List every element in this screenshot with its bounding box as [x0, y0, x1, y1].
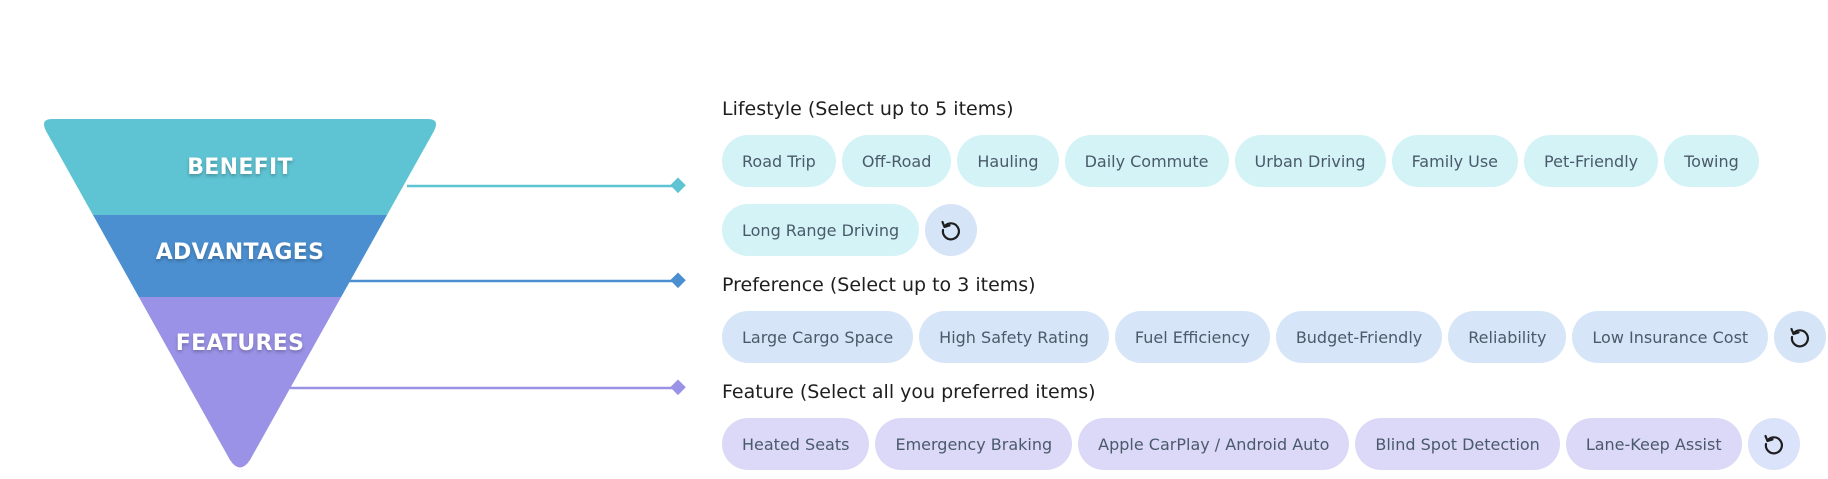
reset-icon [1790, 327, 1810, 348]
lifestyle-section-title: Lifestyle (Select up to 5 items) [722, 98, 1014, 120]
preference-chip-row: Large Cargo Space High Safety Rating Fue… [722, 311, 1827, 363]
lifestyle-chip[interactable]: Hauling [957, 135, 1059, 187]
lifestyle-chip[interactable]: Long Range Driving [722, 204, 920, 256]
connector-advantages-diamond [670, 272, 686, 289]
preference-chip[interactable]: Large Cargo Space [722, 311, 914, 363]
funnel-label-advantages: ADVANTAGES [155, 240, 325, 265]
feature-chip[interactable]: Emergency Braking [875, 418, 1073, 470]
preference-chip[interactable]: Reliability [1448, 311, 1567, 363]
preference-chip[interactable]: High Safety Rating [919, 311, 1109, 363]
funnel-level-benefit [44, 119, 436, 215]
lifestyle-chip-row: Road Trip Off-Road Hauling Daily Commute… [722, 135, 1759, 187]
preference-chip[interactable]: Fuel Efficiency [1114, 311, 1270, 363]
feature-chip[interactable]: Lane-Keep Assist [1565, 418, 1742, 470]
preference-chip[interactable]: Low Insurance Cost [1572, 311, 1769, 363]
lifestyle-chip-row-2: Long Range Driving [722, 204, 978, 256]
lifestyle-chip[interactable]: Family Use [1391, 135, 1519, 187]
lifestyle-chip[interactable]: Off-Road [841, 135, 952, 187]
feature-chip-row: Heated Seats Emergency Braking Apple Car… [722, 418, 1800, 470]
preference-section-title: Preference (Select up to 3 items) [722, 274, 1036, 296]
reset-icon [941, 220, 961, 241]
preference-chip[interactable]: Budget-Friendly [1275, 311, 1443, 363]
funnel-label-benefit: BENEFIT [187, 155, 293, 180]
preference-reset-button[interactable] [1774, 311, 1827, 363]
lifestyle-chip[interactable]: Daily Commute [1064, 135, 1229, 187]
connector-benefit-diamond [670, 177, 686, 194]
funnel-graphic [44, 119, 686, 468]
feature-section-title: Feature (Select all you preferred items) [722, 381, 1096, 403]
lifestyle-chip[interactable]: Towing [1664, 135, 1759, 187]
lifestyle-chip[interactable]: Pet-Friendly [1524, 135, 1659, 187]
feature-chip[interactable]: Heated Seats [722, 418, 870, 470]
lifestyle-reset-button[interactable] [925, 204, 978, 256]
lifestyle-chip[interactable]: Road Trip [722, 135, 836, 187]
feature-chip[interactable]: Apple CarPlay / Android Auto [1078, 418, 1350, 470]
feature-chip[interactable]: Blind Spot Detection [1355, 418, 1560, 470]
funnel-label-features: FEATURES [175, 331, 305, 356]
feature-reset-button[interactable] [1747, 418, 1800, 470]
connector-features-diamond [670, 379, 686, 396]
reset-icon [1763, 434, 1783, 455]
lifestyle-chip[interactable]: Urban Driving [1234, 135, 1386, 187]
